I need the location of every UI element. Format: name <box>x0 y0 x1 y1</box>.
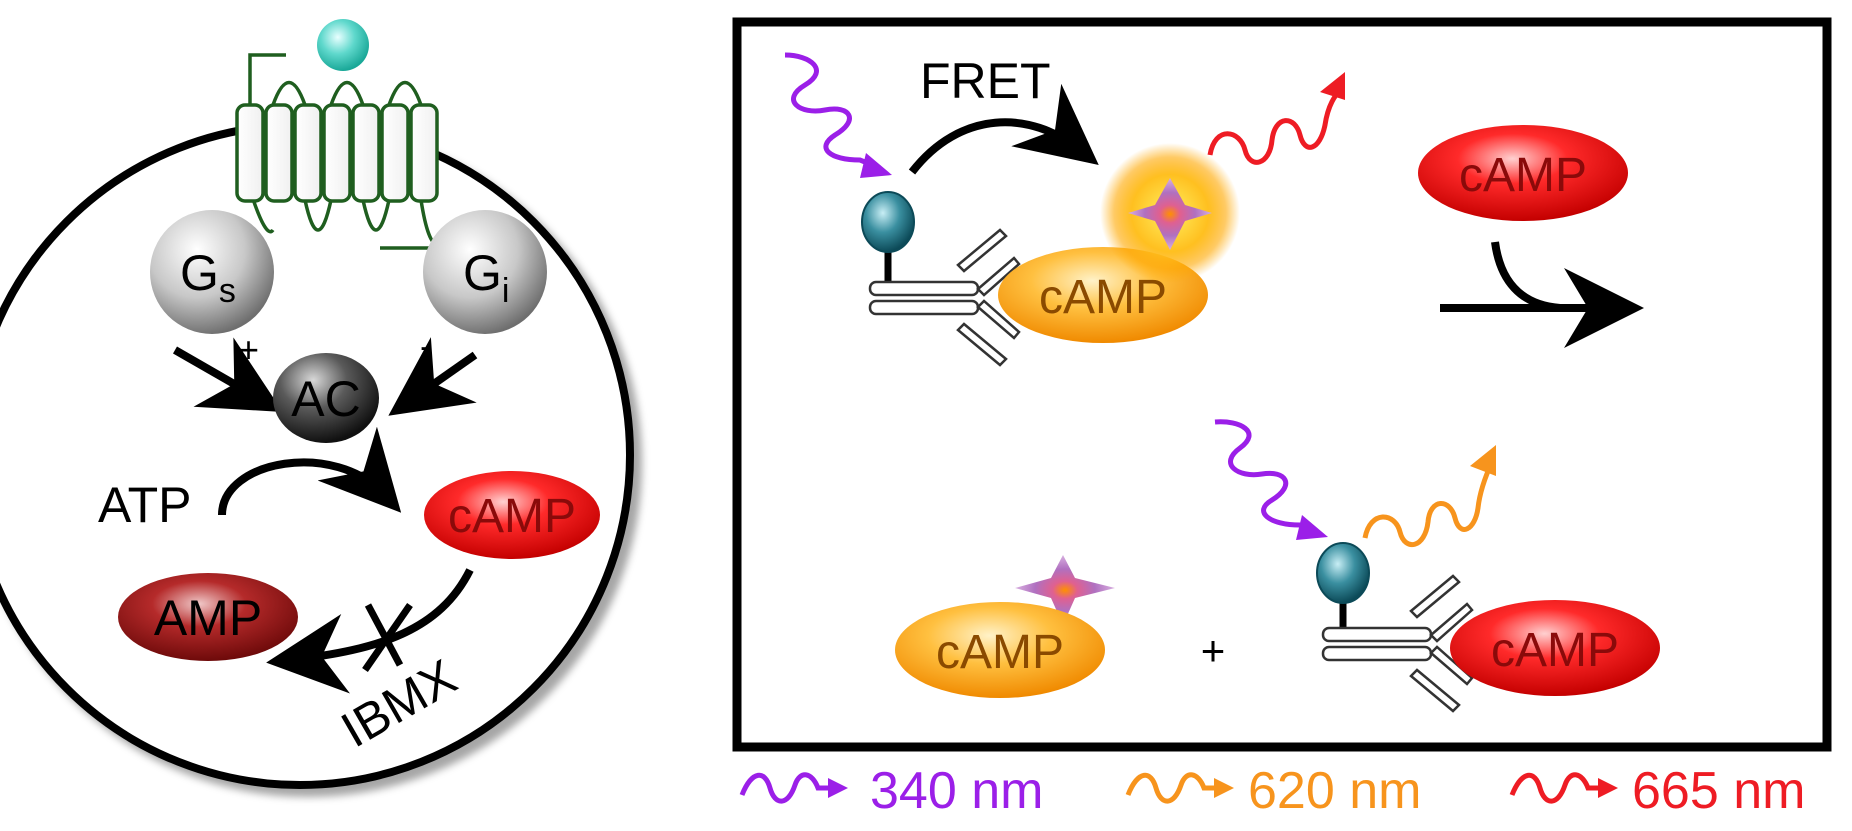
camp-to-amp-arrow <box>266 568 474 694</box>
excitation-arrowhead-bottom <box>1296 515 1328 540</box>
emission-wave-620 <box>1362 460 1495 548</box>
antibody-top <box>861 191 1021 367</box>
gi-protein <box>423 210 547 334</box>
ligand <box>317 19 369 71</box>
plus-sign-assay: + <box>1201 627 1226 674</box>
camp-bottom-orange <box>895 602 1105 698</box>
camp-bottom-red-label: cAMP <box>1491 624 1619 677</box>
minus-sign: - <box>420 325 432 366</box>
gi-inhibition-arrow <box>388 337 478 416</box>
ac-label: AC <box>291 371 360 427</box>
wavelength-legend: 340 nm 620 nm 665 nm <box>739 762 1805 820</box>
excitation-wave-top <box>784 52 881 171</box>
legend-item-620: 620 nm <box>1125 762 1421 820</box>
gs-protein <box>150 210 274 334</box>
acceptor-dye-free <box>1015 555 1115 625</box>
camp-cell-label: cAMP <box>448 490 576 543</box>
legend-label-665: 665 nm <box>1632 762 1805 820</box>
donor-cryptate-bottom <box>1316 542 1370 604</box>
camp-bound-orange-label: cAMP <box>1039 271 1167 324</box>
antibody-bottom <box>1316 542 1474 713</box>
camp-bottom-red <box>1450 600 1660 696</box>
ibmx-block-mark <box>362 603 413 672</box>
gs-activation-arrow <box>173 337 283 412</box>
legend-item-340: 340 nm <box>739 762 1043 820</box>
cell-panel: Gs Gi + - AC ATP cAMP AMP IBMX <box>0 19 634 789</box>
gs-label: Gs <box>180 245 236 310</box>
legend-label-620: 620 nm <box>1248 762 1421 820</box>
cell-membrane <box>0 121 634 789</box>
emission-wave-665 <box>1207 86 1344 165</box>
camp-cell <box>424 471 600 559</box>
camp-free-top-label: cAMP <box>1459 149 1587 202</box>
excitation-arrowhead-top <box>860 153 892 178</box>
atp-to-camp-arrow <box>218 426 402 516</box>
camp-free-top <box>1418 125 1628 221</box>
camp-bottom-orange-label: cAMP <box>936 626 1064 679</box>
fret-arrow <box>908 83 1099 175</box>
emission-arrowhead-665 <box>1320 72 1345 100</box>
donor-cryptate-top <box>861 191 915 253</box>
atp-label: ATP <box>98 477 192 533</box>
assay-panel: FRET cAMP cAMP <box>732 17 1832 752</box>
fret-label: FRET <box>920 53 1051 109</box>
amp-molecule <box>118 573 298 661</box>
legend-item-665: 665 nm <box>1509 762 1805 820</box>
legend-label-340: 340 nm <box>870 762 1043 820</box>
emission-arrowhead-620 <box>1470 445 1496 476</box>
amp-label: AMP <box>154 590 262 646</box>
acceptor-dye-top <box>1128 178 1212 250</box>
ac-enzyme <box>273 353 379 443</box>
plus-sign: + <box>238 329 259 370</box>
excitation-wave-bottom <box>1214 419 1316 533</box>
receptor-helices <box>235 103 439 203</box>
gi-label: Gi <box>463 245 509 310</box>
